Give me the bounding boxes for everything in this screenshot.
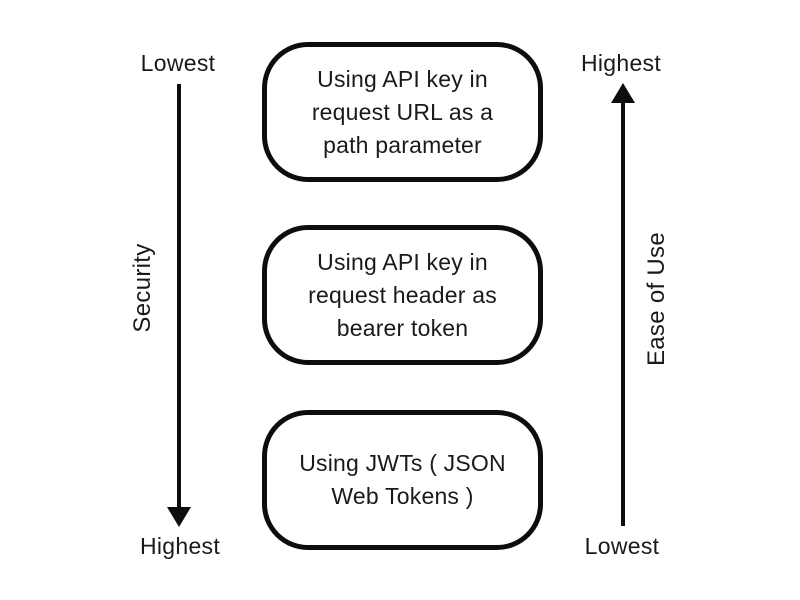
security-axis-top-label: Lowest — [140, 50, 216, 76]
ease-axis-title: Ease of Use — [643, 231, 670, 367]
ease-axis-top-label: Highest — [580, 50, 662, 76]
ease-axis-bottom-label: Lowest — [584, 533, 660, 559]
security-axis-bottom-label: Highest — [139, 533, 221, 559]
security-axis-title: Security — [129, 243, 156, 333]
ease-axis-arrowhead-up-icon — [611, 83, 635, 103]
ease-axis-line — [621, 101, 625, 526]
security-axis-arrowhead-down-icon — [167, 507, 191, 527]
security-axis-line — [177, 84, 181, 510]
